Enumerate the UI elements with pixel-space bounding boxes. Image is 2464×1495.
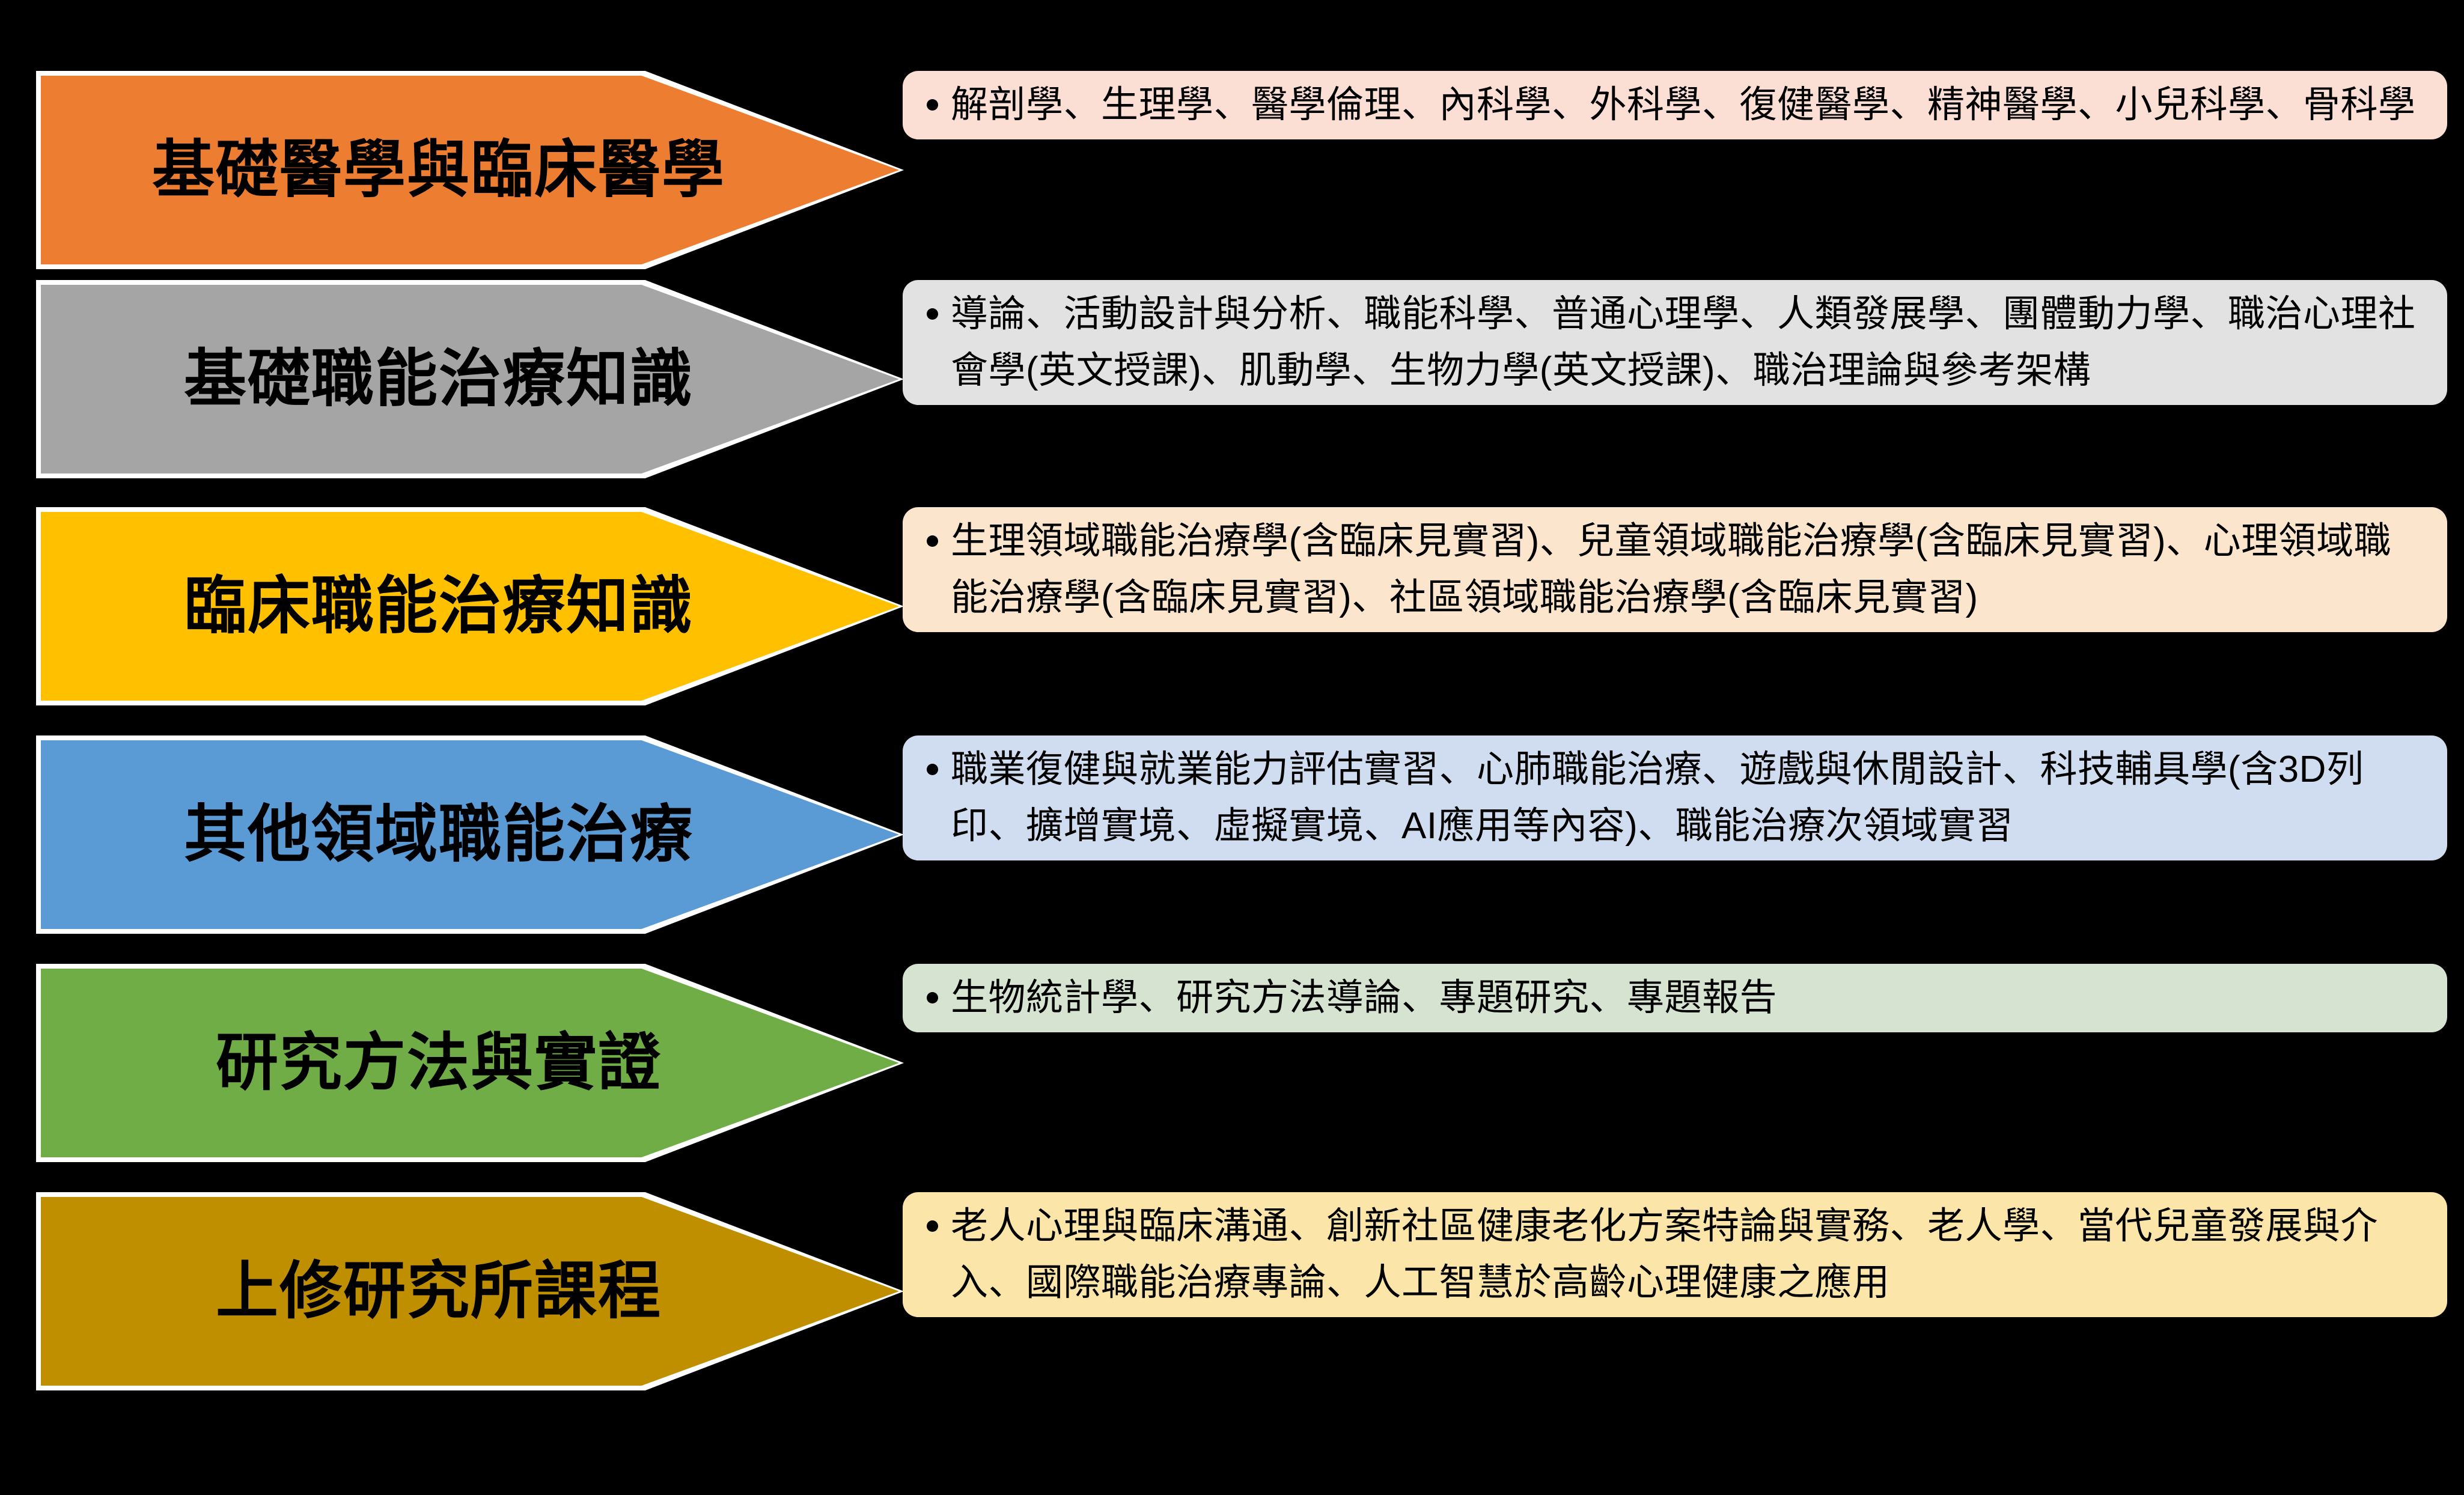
category-arrow-6[interactable]: 上修研究所課程 — [36, 1192, 904, 1390]
category-arrow-label-6: 上修研究所課程 — [215, 1256, 662, 1326]
course-list-item: 職業復健與就業能力評估實習、心肺職能治療、遊戲與休閒設計、科技輔具學(含3D列印… — [927, 741, 2421, 854]
category-arrow-label-2: 基礎職能治療知識 — [183, 344, 694, 414]
category-content-panel-5[interactable]: 生物統計學、研究方法導論、專題研究、專題報告 — [903, 964, 2447, 1033]
diagram-row-5: 研究方法與實證 生物統計學、研究方法導論、專題研究、專題報告 — [0, 964, 2464, 1162]
course-list-2: 導論、活動設計與分析、職能科學、普通心理學、人類發展學、團體動力學、職治心理社會… — [923, 286, 2421, 399]
course-list-item: 生理領域職能治療學(含臨床見實習)、兒童領域職能治療學(含臨床見實習)、心理領域… — [927, 513, 2421, 626]
category-arrow-1[interactable]: 基礎醫學與臨床醫學 — [36, 71, 904, 269]
category-arrow-label-1: 基礎醫學與臨床醫學 — [151, 135, 725, 205]
category-arrow-label-5: 研究方法與實證 — [215, 1028, 662, 1098]
course-list-4: 職業復健與就業能力評估實習、心肺職能治療、遊戲與休閒設計、科技輔具學(含3D列印… — [923, 741, 2421, 854]
diagram-row-2: 基礎職能治療知識 導論、活動設計與分析、職能科學、普通心理學、人類發展學、團體動… — [0, 280, 2464, 478]
course-list-1: 解剖學、生理學、醫學倫理、內科學、外科學、復健醫學、精神醫學、小兒科學、骨科學 — [923, 77, 2421, 133]
category-content-panel-2[interactable]: 導論、活動設計與分析、職能科學、普通心理學、人類發展學、團體動力學、職治心理社會… — [903, 280, 2447, 406]
diagram-row-3: 臨床職能治療知識 生理領域職能治療學(含臨床見實習)、兒童領域職能治療學(含臨床… — [0, 507, 2464, 705]
course-list-item: 導論、活動設計與分析、職能科學、普通心理學、人類發展學、團體動力學、職治心理社會… — [927, 286, 2421, 399]
course-list-item: 生物統計學、研究方法導論、專題研究、專題報告 — [927, 970, 2421, 1026]
course-list-6: 老人心理與臨床溝通、創新社區健康老化方案特論與實務、老人學、當代兒童發展與介入、… — [923, 1198, 2421, 1311]
category-content-panel-6[interactable]: 老人心理與臨床溝通、創新社區健康老化方案特論與實務、老人學、當代兒童發展與介入、… — [903, 1192, 2447, 1318]
category-content-panel-4[interactable]: 職業復健與就業能力評估實習、心肺職能治療、遊戲與休閒設計、科技輔具學(含3D列印… — [903, 735, 2447, 861]
course-list-5: 生物統計學、研究方法導論、專題研究、專題報告 — [923, 970, 2421, 1026]
diagram-row-4: 其他領域職能治療 職業復健與就業能力評估實習、心肺職能治療、遊戲與休閒設計、科技… — [0, 735, 2464, 934]
category-arrow-4[interactable]: 其他領域職能治療 — [36, 735, 904, 934]
diagram-row-6: 上修研究所課程 老人心理與臨床溝通、創新社區健康老化方案特論與實務、老人學、當代… — [0, 1192, 2464, 1390]
diagram-row-1: 基礎醫學與臨床醫學 解剖學、生理學、醫學倫理、內科學、外科學、復健醫學、精神醫學… — [0, 71, 2464, 269]
course-list-3: 生理領域職能治療學(含臨床見實習)、兒童領域職能治療學(含臨床見實習)、心理領域… — [923, 513, 2421, 626]
category-arrow-label-4: 其他領域職能治療 — [183, 799, 694, 869]
course-list-item: 老人心理與臨床溝通、創新社區健康老化方案特論與實務、老人學、當代兒童發展與介入、… — [927, 1198, 2421, 1311]
category-arrow-2[interactable]: 基礎職能治療知識 — [36, 280, 904, 478]
course-list-item: 解剖學、生理學、醫學倫理、內科學、外科學、復健醫學、精神醫學、小兒科學、骨科學 — [927, 77, 2421, 133]
category-content-panel-1[interactable]: 解剖學、生理學、醫學倫理、內科學、外科學、復健醫學、精神醫學、小兒科學、骨科學 — [903, 71, 2447, 140]
category-content-panel-3[interactable]: 生理領域職能治療學(含臨床見實習)、兒童領域職能治療學(含臨床見實習)、心理領域… — [903, 507, 2447, 633]
category-arrow-5[interactable]: 研究方法與實證 — [36, 964, 904, 1162]
category-arrow-label-3: 臨床職能治療知識 — [183, 571, 694, 641]
category-arrow-3[interactable]: 臨床職能治療知識 — [36, 507, 904, 705]
